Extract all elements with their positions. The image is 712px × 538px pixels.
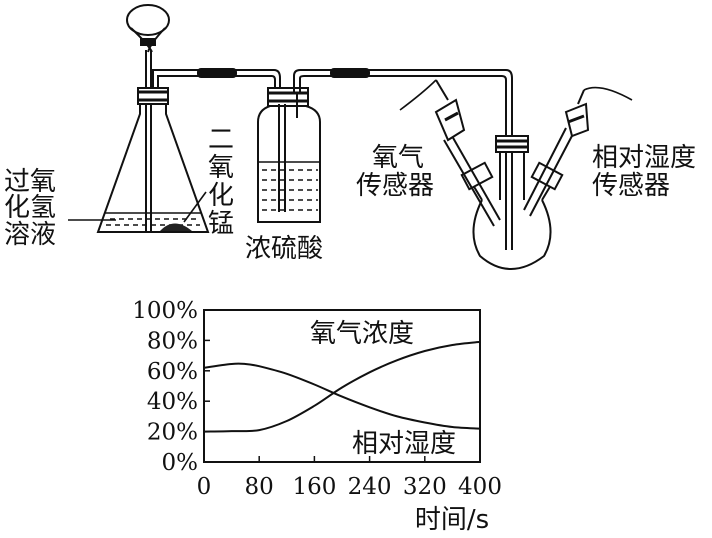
- conical-flask: [96, 72, 210, 233]
- x-tick-label: 400: [458, 474, 502, 500]
- connecting-tube-1: [152, 68, 281, 92]
- y-tick-label: 80%: [147, 328, 198, 354]
- svg-text:化氢: 化氢: [4, 193, 56, 223]
- gas-wash-bottle: [257, 87, 321, 223]
- x-tick-label: 0: [197, 474, 212, 500]
- svg-text:锰: 锰: [208, 209, 234, 239]
- svg-text:传感器: 传感器: [356, 171, 434, 201]
- series-label-0: 氧气浓度: [310, 319, 414, 349]
- series-label-1: 相对湿度: [352, 429, 456, 459]
- svg-text:化: 化: [208, 181, 234, 211]
- connecting-tube-2: [293, 68, 513, 250]
- label-oxygen-sensor: 氧气 传感器: [356, 143, 434, 201]
- x-tick-label: 160: [292, 474, 336, 500]
- manganese-dioxide-solid: [160, 223, 192, 231]
- y-axis-ticks: 100% 80% 60% 40% 20% 0%: [132, 298, 210, 476]
- humidity-sensor: [523, 86, 633, 217]
- svg-text:二: 二: [208, 125, 234, 155]
- plot-frame: [203, 309, 481, 463]
- label-sulfuric-acid: 浓硫酸: [245, 234, 323, 264]
- y-tick-label: 40%: [147, 389, 198, 415]
- y-tick-label: 100%: [132, 298, 198, 324]
- label-manganese-dioxide: 二 氧 化 锰: [183, 125, 234, 239]
- line-chart: 100% 80% 60% 40% 20% 0% 0 80 160 240 320 400 氧气浓度相…: [132, 298, 502, 535]
- x-tick-label: 240: [348, 474, 392, 500]
- x-axis-label: 时间/s: [415, 505, 489, 535]
- x-axis-ticks: 0 80 160 240 320 400: [197, 456, 502, 500]
- label-humidity-sensor: 相对湿度 传感器: [592, 143, 696, 201]
- apparatus: 过氧 化氢 溶液 二 氧 化 锰 浓硫酸 氧气 传感器 相对湿度 传感器: [4, 4, 696, 270]
- separatory-funnel: [126, 4, 170, 232]
- label-hydrogen-peroxide: 过氧 化氢 溶液: [4, 167, 116, 250]
- svg-text:传感器: 传感器: [592, 171, 670, 201]
- y-tick-label: 20%: [147, 420, 198, 446]
- svg-text:相对湿度: 相对湿度: [592, 143, 696, 173]
- series-line-1: [203, 362, 481, 430]
- three-neck-flask: [469, 135, 555, 270]
- y-tick-label: 60%: [147, 359, 198, 385]
- svg-text:氧气: 氧气: [372, 143, 424, 173]
- x-tick-label: 80: [245, 474, 274, 500]
- y-tick-label: 0%: [162, 450, 199, 476]
- svg-text:过氧: 过氧: [4, 167, 56, 197]
- svg-text:溶液: 溶液: [4, 220, 56, 250]
- oxygen-sensor: [399, 79, 501, 227]
- x-tick-label: 320: [403, 474, 447, 500]
- series-line-0: [203, 340, 481, 433]
- svg-text:氧: 氧: [208, 153, 234, 183]
